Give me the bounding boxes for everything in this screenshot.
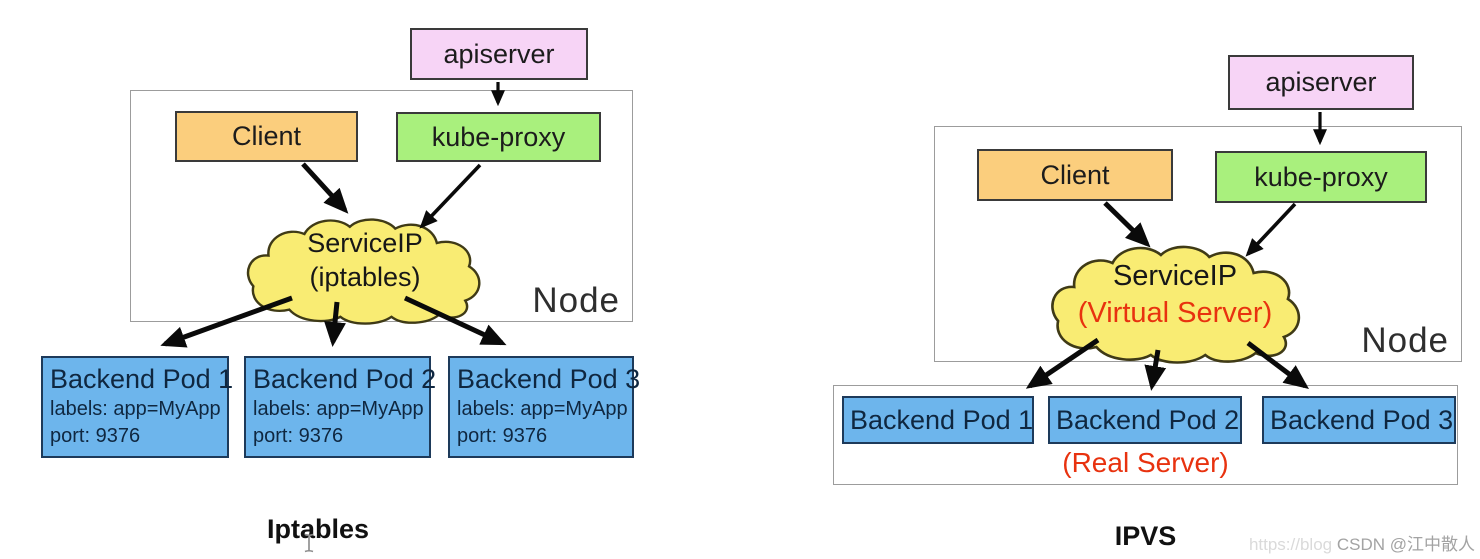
right-kube-proxy-label: kube-proxy: [1254, 161, 1388, 192]
text-cursor-icon: [302, 533, 316, 558]
watermark-author: CSDN @江中散人: [1336, 535, 1475, 554]
right-cloud-text: ServiceIP (Virtual Server): [1040, 258, 1310, 332]
right-cloud-line2: (Virtual Server): [1077, 297, 1273, 329]
right-client-box: Client: [977, 149, 1173, 201]
right-kube-proxy-box: kube-proxy: [1215, 151, 1427, 203]
left-node-label: Node: [532, 281, 620, 320]
pod-port: port: 9376: [457, 425, 548, 447]
left-backend-pod-2: Backend Pod 2 labels: app=MyApp port: 93…: [244, 356, 437, 458]
pod-title: Backend Pod 2: [253, 364, 437, 394]
right-backend-pod-1: Backend Pod 1: [842, 396, 1034, 444]
watermark: https://blog CSDN @江中散人: [1150, 530, 1475, 555]
watermark-url: https://blog: [1248, 535, 1333, 554]
right-cloud-line1: ServiceIP: [1112, 260, 1238, 292]
pod-port: port: 9376: [50, 425, 141, 447]
right-caption: IPVS: [1114, 521, 1177, 551]
left-client-box: Client: [175, 111, 358, 162]
pod-title: Backend Pod 1: [850, 404, 1034, 435]
left-backend-pod-1: Backend Pod 1 labels: app=MyApp port: 93…: [41, 356, 234, 458]
left-cloud-text: ServiceIP (iptables): [245, 226, 485, 294]
pod-title: Backend Pod 3: [1270, 404, 1454, 435]
left-client-label: Client: [231, 121, 302, 151]
right-backend-pod-3: Backend Pod 3: [1262, 396, 1456, 444]
right-real-server-label: (Real Server): [1062, 447, 1229, 478]
left-caption: Iptables: [266, 514, 370, 544]
left-backend-pod-3: Backend Pod 3 labels: app=MyApp port: 93…: [448, 356, 641, 458]
pod-port: port: 9376: [253, 425, 344, 447]
pod-labels: labels: app=MyApp: [253, 398, 424, 420]
right-client-label: Client: [1040, 159, 1110, 190]
right-apiserver-box: apiserver: [1228, 55, 1414, 110]
right-node-label: Node: [1361, 321, 1449, 360]
pod-title: Backend Pod 2: [1056, 404, 1240, 435]
right-apiserver-label: apiserver: [1265, 67, 1377, 97]
left-apiserver-box: apiserver: [410, 28, 588, 80]
left-cloud-line2: (iptables): [309, 262, 421, 292]
left-apiserver-label: apiserver: [443, 38, 555, 69]
pod-labels: labels: app=MyApp: [50, 398, 221, 420]
pod-title: Backend Pod 1: [50, 364, 234, 394]
left-cloud-line1: ServiceIP: [307, 228, 423, 258]
left-kube-proxy-box: kube-proxy: [396, 112, 601, 162]
pod-title: Backend Pod 3: [457, 364, 641, 394]
right-backend-pod-2: Backend Pod 2: [1048, 396, 1242, 444]
left-kube-proxy-label: kube-proxy: [431, 121, 566, 152]
pod-labels: labels: app=MyApp: [457, 398, 628, 420]
